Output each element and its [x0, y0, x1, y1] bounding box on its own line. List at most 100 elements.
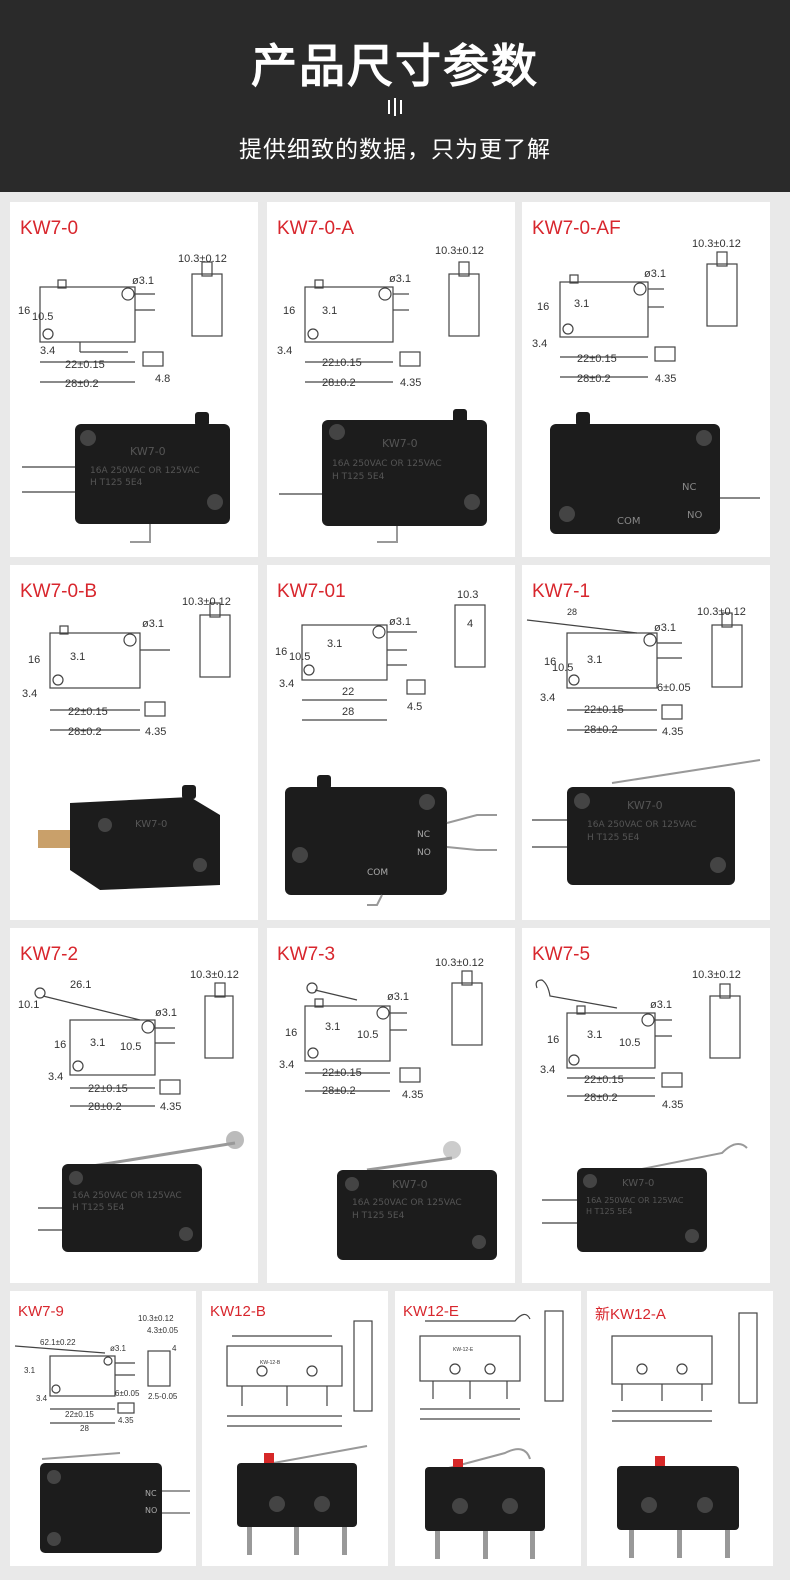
- svg-text:10.5: 10.5: [32, 311, 53, 323]
- svg-text:4.3±0.05: 4.3±0.05: [147, 1326, 179, 1335]
- svg-text:2.5-0.05: 2.5-0.05: [148, 1392, 178, 1401]
- svg-text:10.3±0.12: 10.3±0.12: [692, 238, 741, 250]
- switch-photo: [425, 1448, 545, 1559]
- model-label: KW7-3: [277, 944, 336, 965]
- product-card-kw7-9: KW7-9 10.3±0.12 4.3±0.05 62.1±0.22 ø3.1 …: [10, 1291, 196, 1566]
- dimension-drawing: 28 10.3±0.12 ø3.1 16 10.5 3.1 3.4 6±0.05…: [526, 606, 746, 738]
- dimension-drawing: 10.3±0.12 ø3.1 16 3.1 3.4 22±0.15 28±0.2…: [22, 596, 231, 738]
- model-label: KW7-0: [20, 218, 79, 239]
- svg-text:3.4: 3.4: [48, 1071, 63, 1083]
- svg-text:KW-12-E: KW-12-E: [453, 1347, 474, 1353]
- model-label: KW7-5: [532, 944, 591, 965]
- svg-text:28±0.2: 28±0.2: [584, 1092, 618, 1104]
- svg-text:16: 16: [285, 1027, 297, 1039]
- dimension-drawing: 10.3±0.12 ø3.1 16 3.1 3.4 22±0.15 28±0.2…: [532, 238, 741, 385]
- svg-text:22±0.15: 22±0.15: [68, 706, 108, 718]
- svg-text:3.4: 3.4: [40, 345, 55, 357]
- svg-text:28: 28: [80, 1424, 89, 1433]
- product-card-kw7-2: KW7-2 26.1 10.3±0.12 ø3.1 10.1 16 3.1 10…: [10, 928, 258, 1283]
- svg-text:NO: NO: [417, 848, 431, 858]
- model-label: KW7-0-B: [20, 581, 98, 602]
- product-grid: KW7-0 10.3±0.12 ø3.1 16 10.5 3.4 22±0.15…: [0, 192, 790, 1580]
- model-label: KW7-01: [277, 581, 346, 602]
- product-card-kw7-0-b: KW7-0-B 10.3±0.12 ø3.1 16 3.1 3.4 22±0.1…: [10, 565, 258, 920]
- svg-text:H T125 5E4: H T125 5E4: [90, 478, 143, 488]
- svg-text:16: 16: [283, 305, 295, 317]
- svg-text:4.35: 4.35: [402, 1089, 423, 1101]
- product-card-kw7-5: KW7-5 10.3±0.12 ø3.1 16 3.1 10.5 3.4 22±…: [522, 928, 770, 1283]
- switch-photo: NC NO COM: [550, 412, 760, 534]
- svg-text:NC: NC: [417, 830, 430, 840]
- product-card-kw7-0: KW7-0 10.3±0.12 ø3.1 16 10.5 3.4 22±0.15…: [10, 202, 258, 557]
- dimension-drawing: KW-12-B: [226, 1320, 373, 1427]
- svg-text:ø3.1: ø3.1: [132, 275, 154, 287]
- svg-text:4.35: 4.35: [655, 373, 676, 385]
- product-card-kw12-e: KW12-E KW-12-E: [395, 1291, 581, 1566]
- svg-text:16: 16: [547, 1034, 559, 1046]
- svg-text:16A 250VAC OR 125VAC: 16A 250VAC OR 125VAC: [72, 1191, 182, 1201]
- svg-text:22±0.15: 22±0.15: [88, 1083, 128, 1095]
- svg-text:22±0.15: 22±0.15: [584, 704, 624, 716]
- page-subtitle: 提供细致的数据，只为更了解: [239, 137, 551, 163]
- model-label: 新KW12-A: [595, 1306, 666, 1323]
- svg-text:10.3±0.12: 10.3±0.12: [178, 253, 227, 265]
- svg-text:28±0.2: 28±0.2: [322, 1085, 356, 1097]
- svg-text:28±0.2: 28±0.2: [88, 1101, 122, 1113]
- svg-text:ø3.1: ø3.1: [155, 1007, 177, 1019]
- svg-text:3.1: 3.1: [325, 1021, 340, 1033]
- svg-text:16: 16: [54, 1039, 66, 1051]
- dimension-drawing: 10.3±0.12 ø3.1 16 10.5 3.4 22±0.15 28±0.…: [18, 253, 227, 390]
- svg-text:16: 16: [28, 654, 40, 666]
- svg-text:10.5: 10.5: [120, 1041, 141, 1053]
- svg-text:H T125 5E4: H T125 5E4: [332, 472, 385, 482]
- switch-photo: 16A 250VAC OR 125VAC H T125 5E4: [38, 1131, 244, 1252]
- svg-text:22±0.15: 22±0.15: [322, 357, 362, 369]
- svg-text:10.3±0.12: 10.3±0.12: [182, 596, 231, 608]
- svg-text:3.1: 3.1: [327, 638, 342, 650]
- product-card-kw12-b: KW12-B KW-12-B: [202, 1291, 388, 1566]
- svg-text:10.3±0.12: 10.3±0.12: [692, 969, 741, 981]
- dimension-drawing: 10.3±0.12 ø3.1 16 3.1 3.4 22±0.15 28±0.2…: [277, 245, 484, 389]
- product-card-kw12-a: 新KW12-A: [587, 1291, 773, 1566]
- switch-photo: NC NO: [40, 1452, 190, 1553]
- svg-text:4.35: 4.35: [662, 726, 683, 738]
- svg-text:3.4: 3.4: [279, 1059, 294, 1071]
- svg-text:3.4: 3.4: [540, 1064, 555, 1076]
- svg-text:KW7-0: KW7-0: [627, 799, 663, 812]
- switch-photo: KW7-0 16A 250VAC OR 125VAC H T125 5E4: [532, 759, 761, 885]
- svg-text:3.1: 3.1: [574, 298, 589, 310]
- svg-text:3.1: 3.1: [587, 1029, 602, 1041]
- switch-photo: KW7-0 16A 250VAC OR 125VAC H T125 5E4: [337, 1141, 497, 1260]
- svg-text:22±0.15: 22±0.15: [65, 359, 105, 371]
- product-card-kw7-01: KW7-01 10.3 4 ø3.1 16 10.5 3.1 3.4 22 28…: [267, 565, 515, 920]
- svg-text:ø3.1: ø3.1: [389, 273, 411, 285]
- product-card-kw7-3: KW7-3 10.3±0.12 ø3.1 16 3.1 10.5 3.4 22±…: [267, 928, 515, 1283]
- svg-text:10.3±0.12: 10.3±0.12: [435, 957, 484, 969]
- svg-text:3.4: 3.4: [36, 1394, 48, 1403]
- svg-text:22±0.15: 22±0.15: [584, 1074, 624, 1086]
- svg-text:16: 16: [18, 305, 30, 317]
- svg-text:6±0.05: 6±0.05: [115, 1389, 140, 1398]
- svg-text:4.35: 4.35: [160, 1101, 181, 1113]
- svg-text:10.5: 10.5: [357, 1029, 378, 1041]
- svg-text:10.3±0.12: 10.3±0.12: [435, 245, 484, 257]
- svg-text:KW7-0: KW7-0: [130, 445, 166, 458]
- svg-text:3.4: 3.4: [277, 345, 292, 357]
- svg-text:22: 22: [342, 686, 354, 698]
- svg-text:16A 250VAC OR 125VAC: 16A 250VAC OR 125VAC: [587, 820, 697, 830]
- switch-photo: KW7-0 16A 250VAC OR 125VAC H T125 5E4: [542, 1143, 748, 1252]
- switch-photo: KW7-0 16A 250VAC OR 125VAC H T125 5E4: [22, 412, 230, 543]
- svg-text:3.1: 3.1: [90, 1037, 105, 1049]
- svg-text:10.5: 10.5: [289, 651, 310, 663]
- model-label: KW12-B: [210, 1303, 266, 1320]
- svg-text:4: 4: [467, 618, 473, 630]
- model-label: KW7-9: [18, 1303, 64, 1320]
- svg-text:16: 16: [544, 656, 556, 668]
- switch-photo: KW7-0: [38, 785, 220, 890]
- model-label: KW7-1: [532, 581, 591, 602]
- svg-text:ø3.1: ø3.1: [142, 618, 164, 630]
- svg-text:H T125 5E4: H T125 5E4: [586, 1207, 633, 1216]
- svg-text:10.1: 10.1: [18, 999, 39, 1011]
- dimension-drawing: KW-12-E: [419, 1310, 564, 1420]
- page-header: 产品尺寸参数 提供细致的数据，只为更了解: [0, 0, 790, 192]
